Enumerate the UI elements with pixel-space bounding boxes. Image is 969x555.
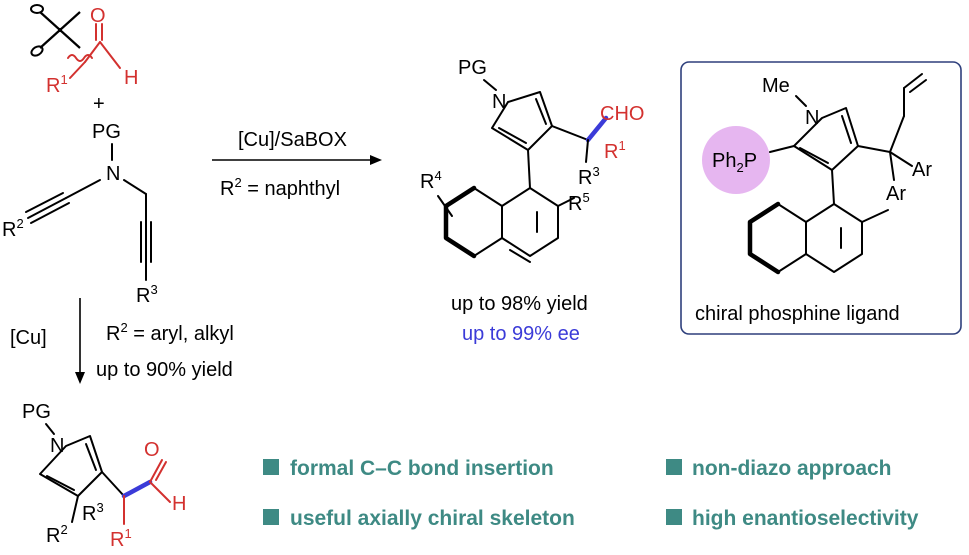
feature-bullet — [666, 459, 682, 475]
side-product: PG N R2 O H R3 R1 — [22, 401, 186, 551]
feature-2: non-diazo approach — [692, 457, 892, 480]
main-reaction-arrow: [Cu]/SaBOX R2 = naphthyl — [212, 129, 382, 200]
product-cho: CHO — [600, 103, 644, 125]
feature-list: formal C–C bond insertion non-diazo appr… — [263, 457, 919, 530]
ligand-caption: chiral phosphine ligand — [695, 303, 900, 325]
feature-3: useful axially chiral skeleton — [290, 507, 575, 530]
main-catalyst: [Cu]/SaBOX — [238, 129, 347, 151]
side-catalyst: [Cu] — [10, 327, 47, 349]
side-product-r2: R2 — [46, 522, 68, 547]
ligand-ar-2: Ar — [886, 183, 906, 205]
main-product: PG N CHO R1 R3 R5 R4 up to 98% yield up … — [420, 57, 644, 345]
ligand-ph2p: Ph2P — [712, 150, 757, 175]
product-r5: R5 — [568, 190, 590, 215]
side-product-o: O — [144, 439, 160, 461]
diyne-pg: PG — [92, 121, 121, 143]
feature-bullet — [666, 509, 682, 525]
product-r4: R4 — [420, 168, 442, 193]
side-product-h: H — [172, 493, 186, 515]
side-yield: up to 90% yield — [96, 359, 233, 381]
aldehyde-r1: R1 — [46, 72, 68, 97]
side-product-r1: R1 — [110, 526, 132, 551]
ligand-ar-1: Ar — [912, 159, 932, 181]
side-r2-condition: R2 = aryl, alkyl — [106, 320, 234, 345]
product-yield: up to 98% yield — [451, 293, 588, 315]
side-product-n: N — [50, 435, 64, 457]
diyne-r2: R2 — [2, 216, 24, 241]
feature-bullet — [263, 509, 279, 525]
diyne-r3: R3 — [136, 282, 158, 307]
product-r1: R1 — [604, 138, 626, 163]
aldehyde-oxygen: O — [90, 5, 106, 27]
feature-1: formal C–C bond insertion — [290, 457, 554, 480]
ligand-n: N — [805, 107, 819, 129]
main-r2-condition: R2 = naphthyl — [220, 175, 340, 200]
ligand-box: Me N Ph2P Ar Ar chiral phosphine ligand — [680, 61, 962, 335]
side-reaction-arrow: [Cu] R2 = aryl, alkyl up to 90% yield — [10, 298, 234, 384]
diyne-n: N — [106, 163, 120, 185]
product-r3: R3 — [578, 164, 600, 189]
ligand-me: Me — [762, 75, 790, 97]
product-n: N — [492, 91, 506, 113]
feature-4: high enantioselectivity — [692, 507, 919, 530]
side-product-r3: R3 — [82, 500, 104, 525]
side-product-pg: PG — [22, 401, 51, 423]
scissors-icon — [30, 4, 81, 57]
aldehyde-reactant: O H R1 — [30, 4, 138, 97]
aldehyde-hydrogen: H — [124, 67, 138, 89]
diyne-reactant: PG N R2 R3 — [2, 121, 158, 307]
product-ee: up to 99% ee — [462, 323, 580, 345]
phosphine-highlight — [702, 126, 770, 194]
plus-sign: + — [93, 93, 105, 115]
product-pg: PG — [458, 57, 487, 79]
feature-bullet — [263, 459, 279, 475]
